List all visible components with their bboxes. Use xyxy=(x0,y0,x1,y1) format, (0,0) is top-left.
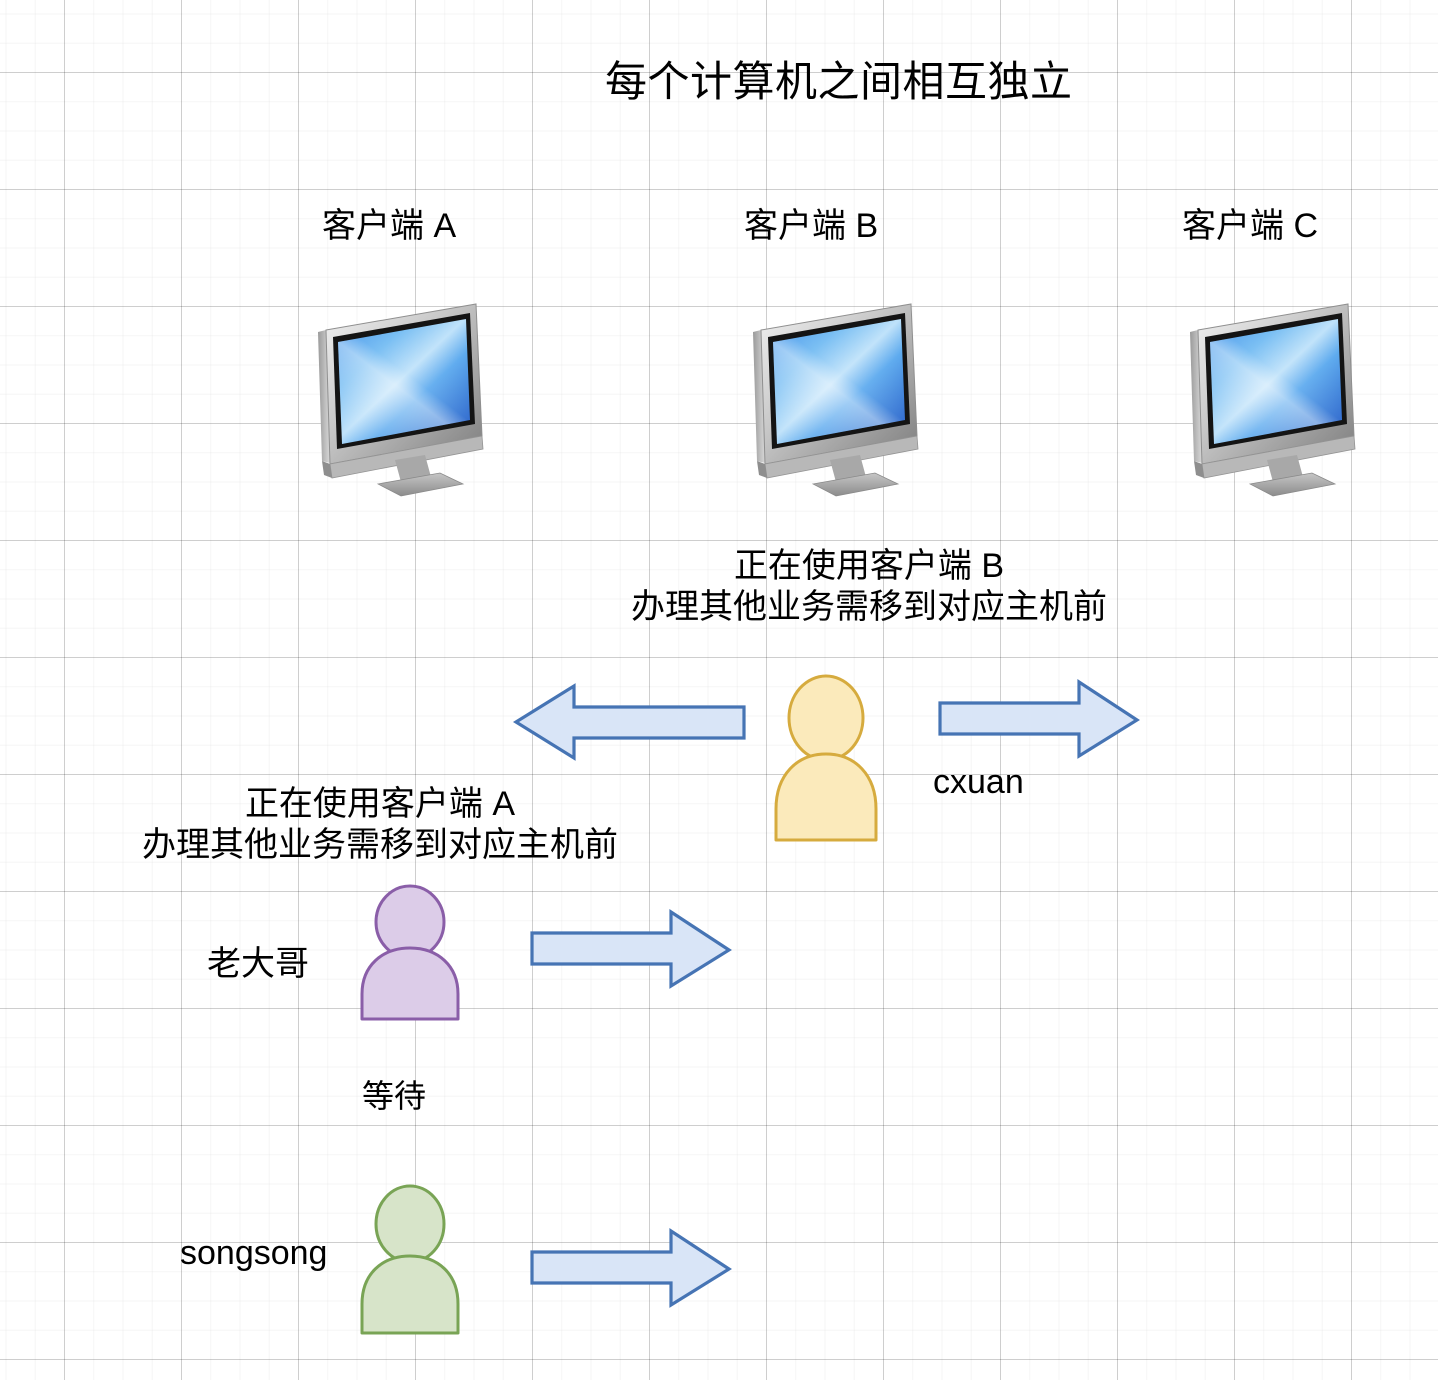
arrow-right-icon xyxy=(530,909,732,989)
person-icon xyxy=(774,674,878,842)
person-label-cxuan: cxuan xyxy=(933,763,1024,801)
client-label-a: 客户端 A xyxy=(322,207,457,245)
person-figure-songsong xyxy=(352,1184,468,1336)
arrow-right-to-client-c xyxy=(936,676,1141,764)
arrow-right-songsong xyxy=(528,1225,733,1313)
monitor-svg xyxy=(753,303,919,497)
arrow-left-icon xyxy=(512,683,746,761)
page-title: 每个计算机之间相互独立 xyxy=(605,58,1073,105)
note-client-a: 正在使用客户端 A 办理其他业务需移到对应主机前 xyxy=(142,785,618,865)
monitor-svg xyxy=(1190,303,1356,497)
arrow-right-icon xyxy=(938,679,1140,759)
desktop-monitor-icon-a xyxy=(300,288,500,498)
client-label-b: 客户端 B xyxy=(744,207,879,245)
person-figure-laodage xyxy=(352,884,468,1022)
arrow-left-to-client-a xyxy=(512,678,748,766)
person-label-laodage: 老大哥 xyxy=(207,945,309,983)
person-figure-cxuan xyxy=(768,674,884,844)
waiting-label: 等待 xyxy=(362,1078,427,1114)
person-icon xyxy=(360,884,460,1021)
monitor-svg xyxy=(318,303,484,497)
person-label-songsong: songsong xyxy=(180,1234,328,1272)
person-icon xyxy=(360,1184,460,1335)
desktop-monitor-icon-c xyxy=(1172,288,1372,498)
arrow-right-icon xyxy=(530,1228,732,1308)
client-label-c: 客户端 C xyxy=(1182,207,1318,245)
arrow-right-laodage xyxy=(528,906,733,994)
note-client-b: 正在使用客户端 B 办理其他业务需移到对应主机前 xyxy=(631,547,1107,627)
desktop-monitor-icon-b xyxy=(735,288,935,498)
